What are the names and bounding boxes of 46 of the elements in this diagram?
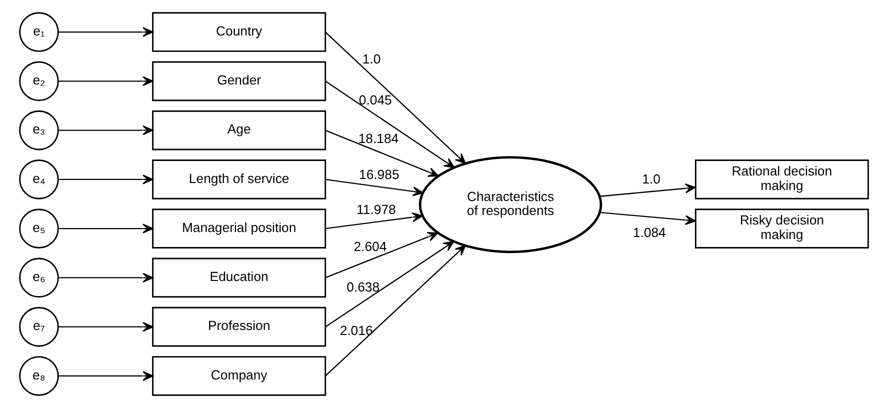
edge-label: 2.016 [340,323,373,338]
node-box: Country [152,12,326,52]
node-circle: e₄ [19,160,59,200]
edge-label: 2.604 [354,239,387,254]
node-circle: e₆ [19,258,59,298]
node-circle: e₂ [19,61,59,102]
node-circle: e₁ [19,12,59,52]
arrow [324,245,466,376]
edge-label: 0.045 [358,92,392,108]
edge-label: 18.184 [358,131,399,146]
arrow [58,371,154,381]
arrow [58,272,154,283]
edge-label: 1.0 [642,172,660,187]
arrow [58,76,154,86]
edge-label: 0.638 [346,280,380,295]
node-box: Company [152,356,326,396]
arrow [58,27,154,37]
node-box: Length of service [152,160,326,200]
edge-label: 11.978 [356,202,396,217]
node-box: Risky decision making [694,208,869,248]
node-box: Gender [152,61,326,102]
arrow [325,232,438,278]
node-circle: e₇ [19,306,59,347]
arrow [324,32,466,164]
edge-label: 1.0 [362,51,381,66]
node-box: Age [152,110,326,150]
arrow [58,174,154,184]
arrow [600,212,696,225]
arrow [58,125,154,136]
arrow [325,80,455,168]
node-box: Managerial position [152,208,326,248]
node-circle: e₈ [19,356,59,396]
arrow [58,224,154,234]
arrow [600,183,696,197]
node-box: Profession [152,306,326,347]
node-circle: e₅ [19,208,59,248]
node-box: Education [152,258,326,298]
arrow [58,322,154,332]
edge-label: 1.084 [632,224,666,240]
edge-label: 16.985 [359,166,400,182]
arrow [325,212,423,230]
arrow [325,130,439,177]
node-box: Rational decision making [694,160,869,200]
node-circle: e₃ [19,110,59,150]
arrow [325,241,454,328]
arrow [325,178,424,196]
